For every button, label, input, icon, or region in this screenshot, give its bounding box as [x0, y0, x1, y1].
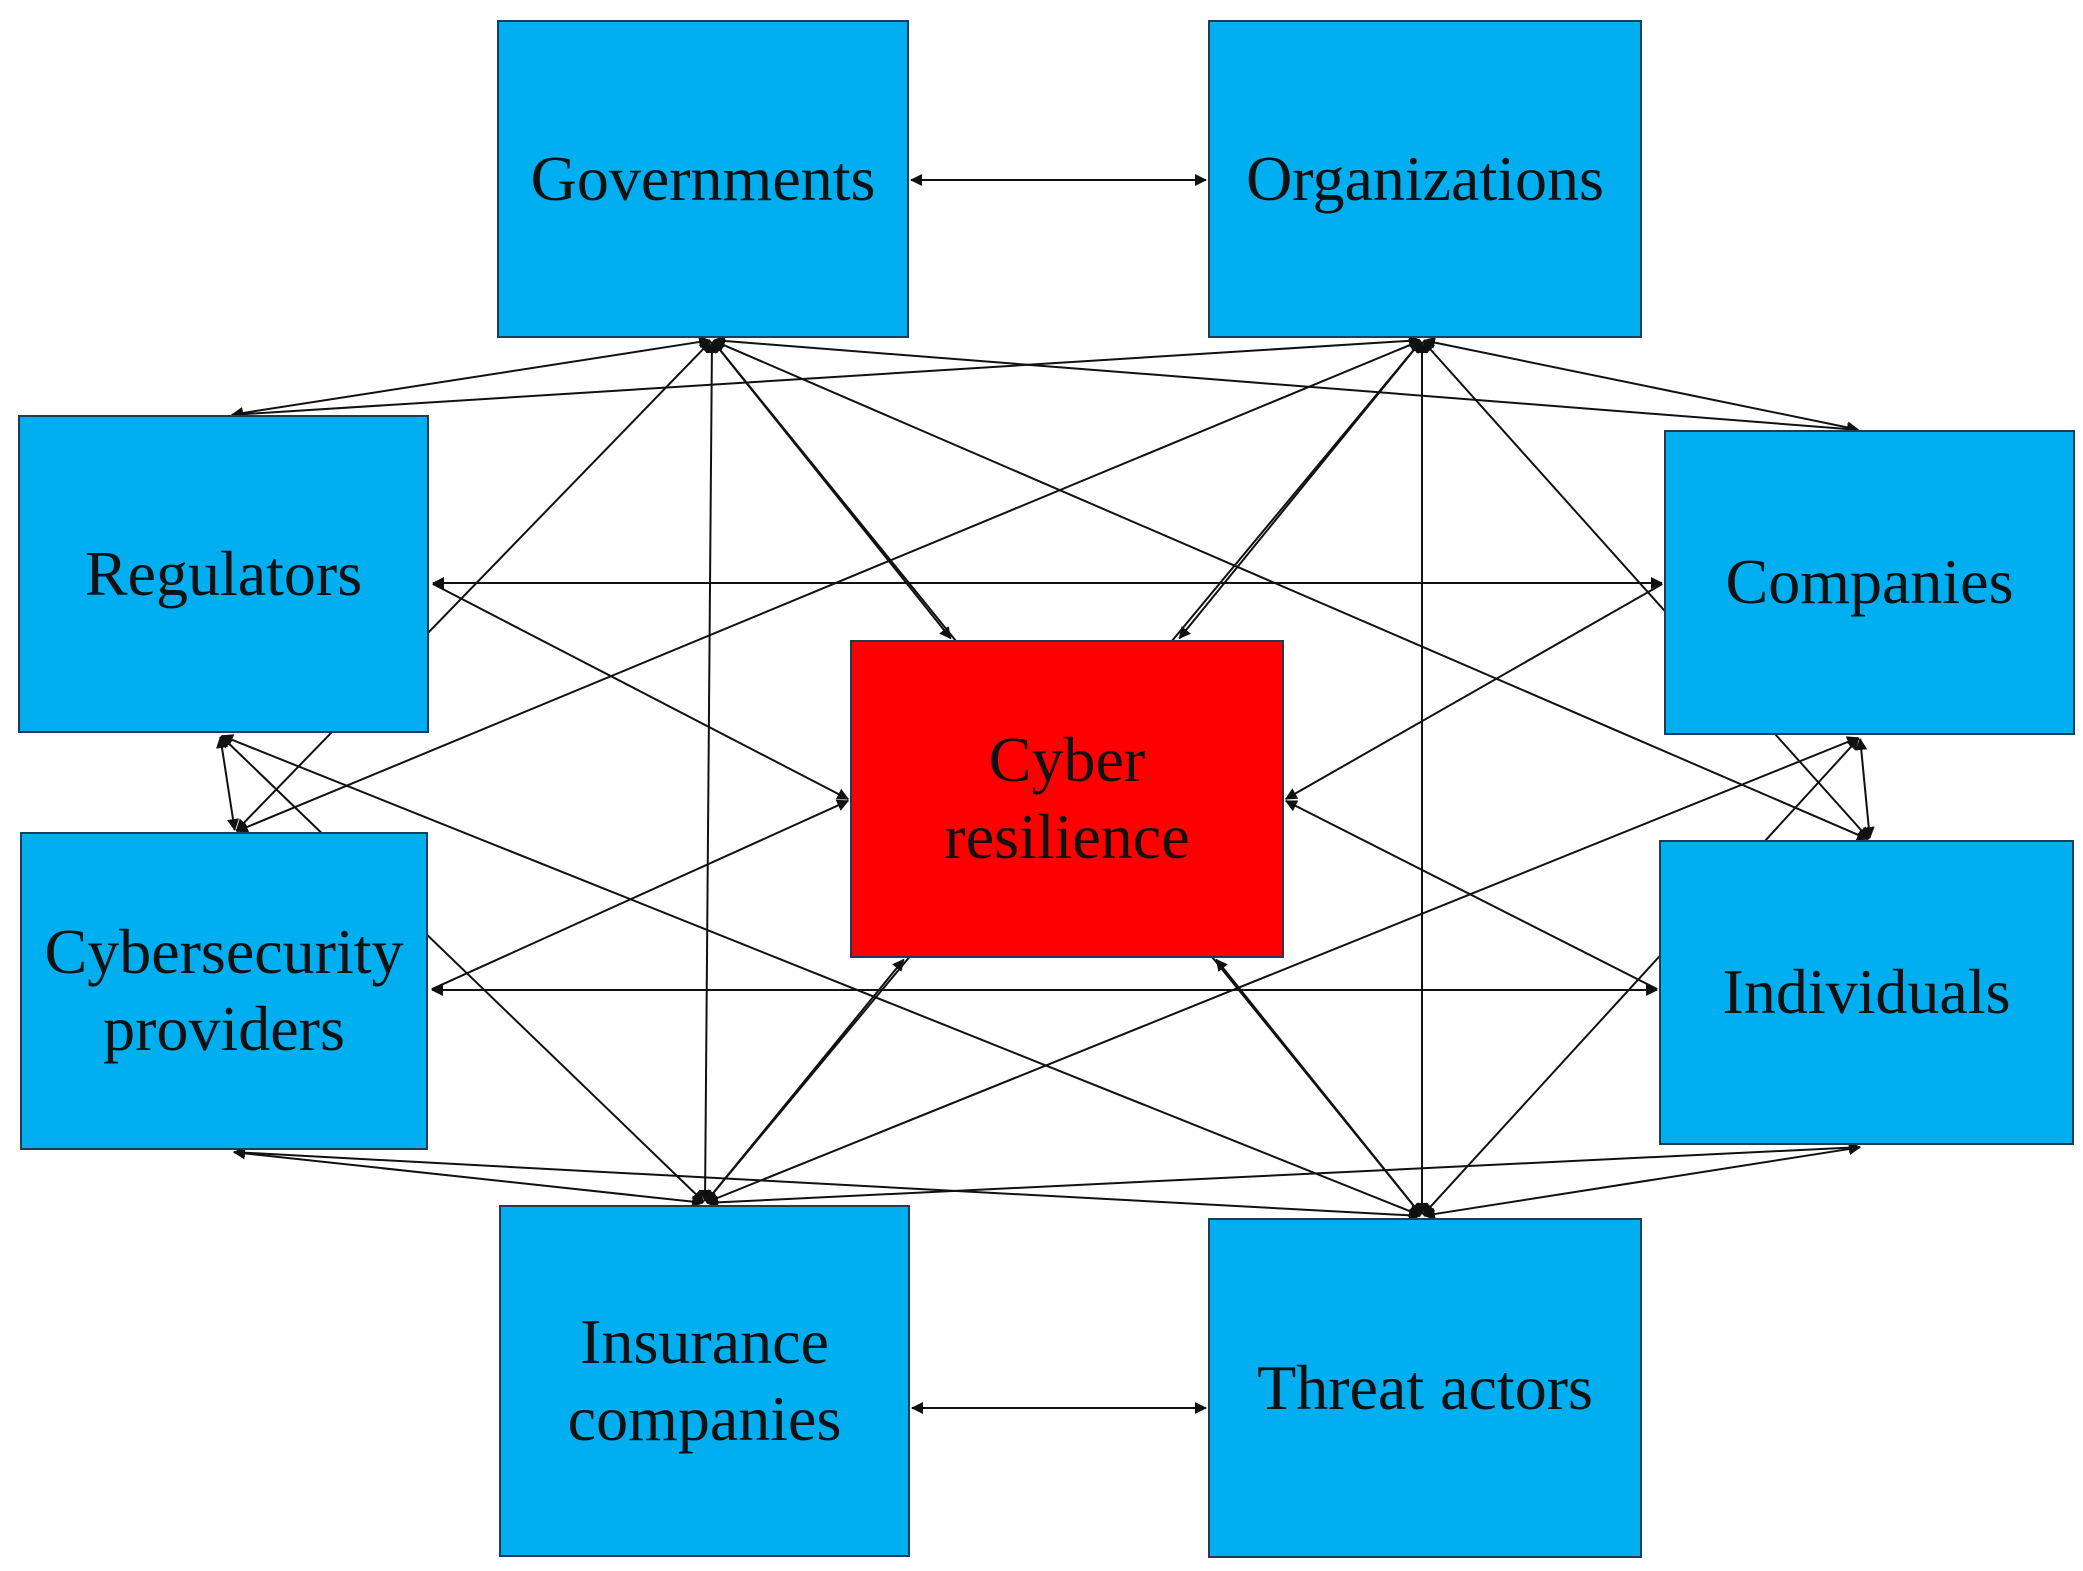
edge-companies-to-individuals — [1855, 737, 1875, 840]
node-label-regulators: Regulators — [84, 537, 363, 609]
node-individuals: Individuals — [1659, 840, 2074, 1145]
edge-threat-actors-to-cybersecurity-providers — [232, 1146, 1422, 1222]
edge-organizations-to-regulators — [230, 334, 1422, 421]
edge-threat-actors-to-companies — [1422, 737, 1860, 1216]
node-label-insurance-companies: Insurance companies — [567, 1306, 842, 1454]
edge-cyber-resilience-to-regulators — [432, 583, 850, 800]
node-label-cyber-resilience: Cyber resilience — [944, 724, 1190, 872]
edge-cyber-resilience-to-organizations — [1178, 340, 1422, 640]
edge-cyber-resilience-to-companies — [1284, 583, 1663, 800]
node-cyber-resilience: Cyber resilience — [850, 640, 1284, 958]
edge-regulators-to-cybersecurity-providers — [216, 735, 239, 832]
edge-cyber-resilience-to-individuals — [1284, 800, 1658, 990]
edge-cyber-resilience-to-insurance-companies — [705, 958, 905, 1203]
node-label-governments: Governments — [530, 142, 876, 214]
edge-governments-to-regulators — [230, 336, 712, 419]
node-regulators: Regulators — [18, 415, 429, 733]
node-companies: Companies — [1664, 430, 2075, 735]
edge-cyber-resilience-to-cybersecurity-providers — [431, 799, 850, 991]
edge-threat-actors-to-regulators — [220, 734, 1422, 1217]
edge-cyber-resilience-to-governments — [712, 340, 952, 640]
node-label-organizations: Organizations — [1246, 142, 1604, 214]
node-label-cybersecurity-providers: Cybersecurity providers — [44, 916, 404, 1064]
node-governments: Governments — [497, 20, 909, 338]
node-label-individuals: Individuals — [1722, 956, 2011, 1028]
node-insurance-companies: Insurance companies — [499, 1205, 910, 1557]
node-label-threat-actors: Threat actors — [1257, 1351, 1593, 1423]
node-organizations: Organizations — [1208, 20, 1642, 338]
edge-governments-to-insurance-companies — [699, 340, 718, 1203]
edge-governments-to-companies — [712, 335, 1860, 435]
edge-cyber-resilience-to-threat-actors — [1215, 958, 1422, 1216]
edge-insurance-companies-to-cybersecurity-providers — [232, 1147, 705, 1208]
node-threat-actors: Threat actors — [1208, 1218, 1642, 1558]
node-cybersecurity-providers: Cybersecurity providers — [20, 832, 428, 1150]
node-label-companies: Companies — [1725, 546, 2014, 618]
